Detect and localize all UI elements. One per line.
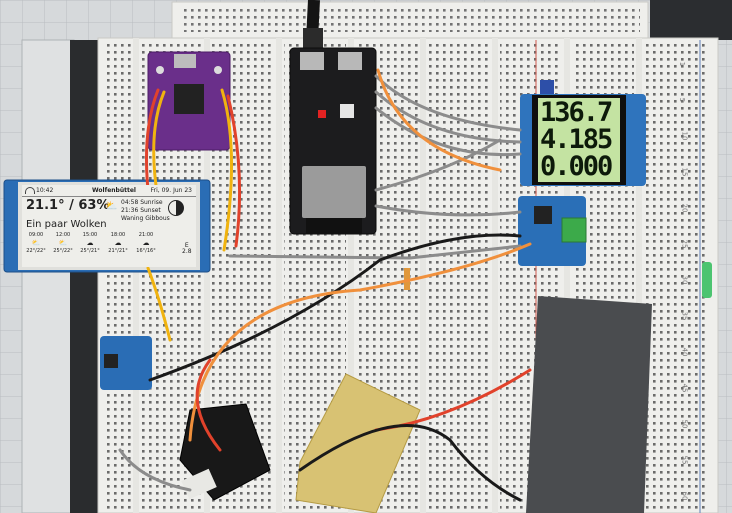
forecast-item: 18:00 ☁ 21°/21°: [106, 232, 130, 266]
forecast-temps: 25°/21°: [80, 248, 100, 254]
forecast-hour: 12:00: [55, 232, 71, 238]
cloud-icon: ☁: [142, 239, 150, 247]
current-temp-humidity: 21.1° / 63%: [26, 198, 110, 213]
lcd-screen: 136.7 4.185 0.000: [538, 98, 620, 182]
row-label: 25: [680, 239, 689, 249]
epaper-unit-label: E 2.8: [182, 242, 192, 255]
row-label: 40: [680, 347, 689, 357]
forecast-hour: 21:00: [138, 232, 154, 238]
forecast-hour: 15:00: [82, 232, 98, 238]
row-label: 35: [680, 311, 689, 321]
jst-connector: [181, 468, 217, 500]
lcd-current: 4.185: [540, 124, 613, 155]
breadboard-top-rail-holes: [180, 8, 640, 32]
lipo-battery: [295, 373, 421, 513]
orange-component: [404, 268, 410, 290]
forecast-item: 21:00 ☁ 16°/16°: [134, 232, 158, 266]
lcd-blue-jumper: [540, 80, 554, 94]
black-mcu-button-a: [340, 104, 354, 118]
rgb-led: [318, 110, 326, 118]
cloud-sun-icon: ⛅: [105, 201, 118, 212]
weather-description: Ein paar Wolken: [26, 219, 107, 230]
esp32-antenna: [306, 218, 362, 234]
epaper-time: 10:42: [36, 187, 54, 194]
forecast-temps: 25°/22°: [53, 248, 73, 254]
esp32-module-shield: [302, 166, 366, 218]
forecast-temps: 22°/22°: [26, 248, 46, 254]
sun-times: 04:58 Sunrise 21:36 Sunset Waning Gibbou…: [121, 199, 170, 223]
lcd-voltage: 136.7: [540, 98, 613, 128]
screw-terminal: [561, 217, 587, 243]
moon-phase-text: Waning Gibbous: [121, 215, 170, 222]
mat-frame-left: [21, 39, 75, 513]
cloud-sun-icon: ⛅: [58, 239, 68, 247]
dark-shadow-left: [70, 40, 100, 513]
sunset-text: 21:36 Sunset: [121, 207, 161, 214]
breadboard-gutters: [133, 38, 642, 513]
dark-shadow-right: [650, 0, 732, 40]
cloud-icon: ☁: [86, 239, 94, 247]
lcd-power: 0.000: [540, 151, 613, 182]
black-usb-port-1: [300, 52, 324, 70]
row-label: 55: [680, 455, 689, 465]
cloud-sun-icon: ⛅: [31, 239, 41, 247]
forecast-item: 09:00 ⛅ 22°/22°: [24, 232, 48, 266]
forecast-item: 15:00 ☁ 25°/21°: [78, 232, 102, 266]
purple-mcu-chip: [174, 84, 204, 114]
epaper-header: 10:42 Wolfenbüttel Fri, 09. Jun 23: [22, 185, 196, 197]
row-label: 50: [680, 419, 689, 429]
forecast-hour: 09:00: [28, 232, 44, 238]
button-board: [100, 336, 152, 390]
row-label: 1: [678, 61, 687, 67]
cloud-icon: ☁: [114, 239, 122, 247]
foam-pad: [526, 296, 652, 513]
forecast-temps: 21°/21°: [108, 248, 128, 254]
row-label: 20: [680, 203, 689, 213]
purple-button-2: [214, 66, 222, 74]
purple-button-1: [156, 66, 164, 74]
row-label: 5: [678, 97, 687, 103]
row-label: 30: [680, 275, 689, 285]
forecast-item: 12:00 ⛅ 25°/22°: [51, 232, 75, 266]
epaper-date: Fri, 09. Jun 23: [150, 187, 192, 194]
current-sensor-chip: [534, 206, 552, 224]
black-usb-port-2: [338, 52, 362, 70]
green-component: [702, 262, 712, 298]
row-label: 10: [680, 131, 689, 141]
row-label: 60: [680, 491, 689, 501]
forecast-hour: 18:00: [110, 232, 126, 238]
epaper-location: Wolfenbüttel: [92, 187, 136, 194]
purple-usb-port: [174, 54, 196, 68]
wifi-icon: [25, 187, 35, 194]
tactile-button: [104, 354, 118, 368]
sunrise-text: 04:58 Sunrise: [121, 199, 163, 206]
row-label: 15: [680, 167, 689, 177]
forecast-temps: 16°/16°: [136, 248, 156, 254]
row-label: 45: [680, 383, 689, 393]
epaper-screen: 10:42 Wolfenbüttel Fri, 09. Jun 23 21.1°…: [22, 185, 196, 267]
moon-icon: [168, 200, 184, 216]
